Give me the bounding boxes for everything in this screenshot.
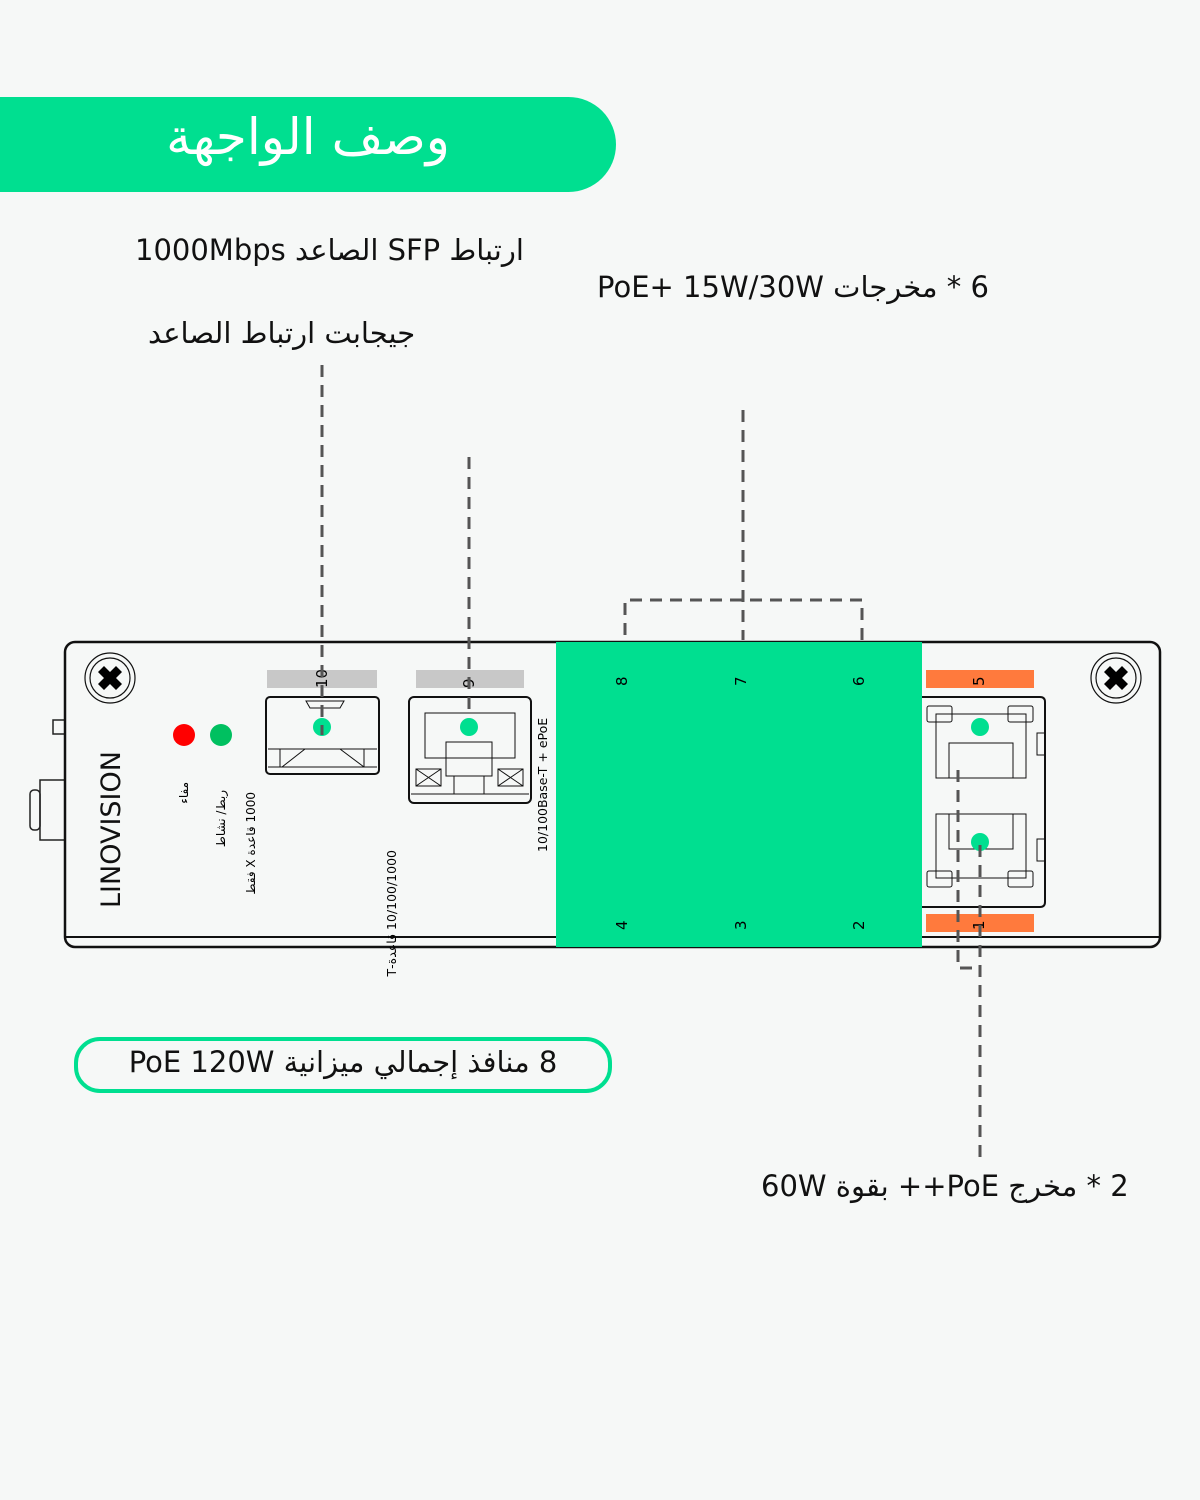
callout-dot <box>971 833 989 851</box>
port-8-number: 8 <box>613 676 631 686</box>
port-10-label-bar <box>267 670 377 688</box>
fault-led-label: مفاء <box>177 782 191 804</box>
side-connector <box>52 719 66 735</box>
side-power-jack <box>39 779 66 841</box>
fault-led <box>173 724 195 746</box>
sfp-uplink-label: ارتباط SFP الصاعد 1000Mbps <box>135 233 524 267</box>
callout-dot <box>460 718 478 736</box>
poe-budget-badge: 8 منافذ إجمالي ميزانية PoE 120W <box>74 1037 612 1093</box>
port-3-number: 3 <box>732 920 750 930</box>
port-1-label-bar <box>926 914 1034 932</box>
port-6-number: 6 <box>850 676 868 686</box>
header-banner <box>0 97 616 192</box>
side-power-jack-tip <box>29 789 41 831</box>
port-2-number: 2 <box>850 920 868 930</box>
sfp-mode-label: 1000 قاعدة X فقط <box>244 792 258 895</box>
port-9-type-label: 10/100Base-T + ePoE <box>535 718 550 852</box>
poe-budget-text: 8 منافذ إجمالي ميزانية PoE 120W <box>128 1045 558 1079</box>
poe-plus-ports-block[interactable] <box>556 642 922 947</box>
callout-leader-lines <box>320 365 982 1162</box>
link-led-label: ربط/ نشاط <box>214 790 229 847</box>
poe-plus-label: 6 * مخرجات PoE+ 15W/30W <box>597 270 989 304</box>
page-title: وصف الواجهة <box>166 108 450 166</box>
port-10-number: 10 <box>313 669 331 688</box>
port-5-label-bar <box>926 670 1034 688</box>
link-led <box>210 724 232 746</box>
screw-icon <box>84 652 136 704</box>
poe-plusplus-label: 2 * مخرج PoE++ بقوة 60W <box>761 1169 1129 1203</box>
port-5-number: 5 <box>970 676 988 686</box>
port-4-number: 4 <box>613 920 631 930</box>
port-7-number: 7 <box>732 676 750 686</box>
port-10-type-label: 10/100/1000 قاعدة-T <box>384 850 399 978</box>
screw-icon <box>1090 652 1142 704</box>
brand-logo: LINOVISION <box>96 751 127 908</box>
gigabit-uplink-label: جيجابت ارتباط الصاعد <box>148 316 416 350</box>
rj45-port-5[interactable] <box>922 696 1046 908</box>
callout-dot <box>971 718 989 736</box>
